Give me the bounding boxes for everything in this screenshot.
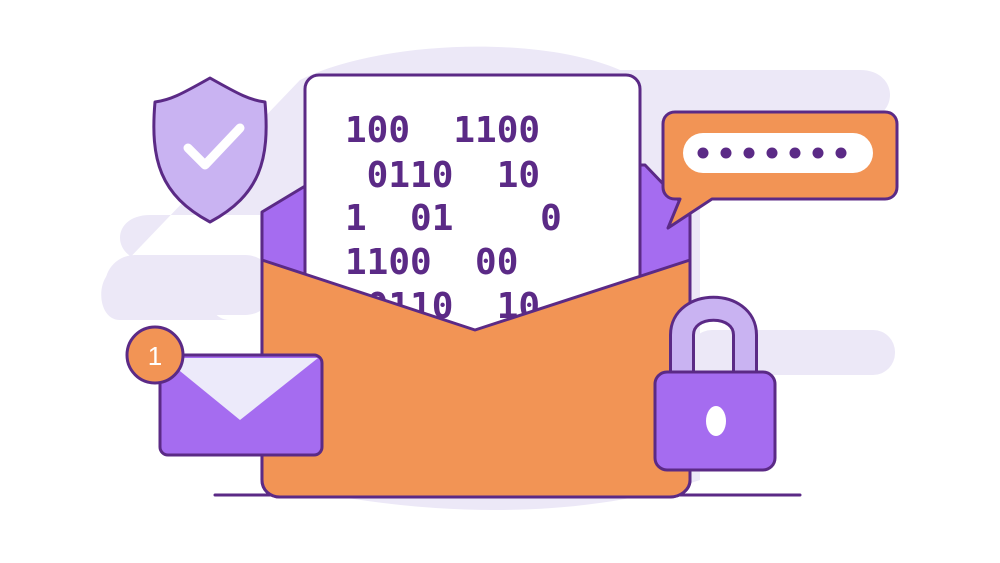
binary-line-3: 1 01 0 bbox=[345, 198, 562, 239]
password-dots bbox=[697, 147, 847, 159]
notification-envelope-icon bbox=[158, 353, 324, 457]
keyhole bbox=[706, 406, 726, 436]
padlock-icon bbox=[653, 295, 777, 472]
binary-line-2: 0110 10 bbox=[345, 155, 540, 196]
password-bubble-icon bbox=[661, 110, 899, 230]
shield-check-icon bbox=[152, 76, 268, 224]
binary-line-1: 100 1100 bbox=[345, 110, 540, 151]
binary-line-4: 1100 00 bbox=[345, 242, 518, 283]
envelope-front bbox=[260, 258, 692, 499]
notification-badge: 1 bbox=[125, 325, 185, 385]
notification-count: 1 bbox=[148, 341, 162, 371]
